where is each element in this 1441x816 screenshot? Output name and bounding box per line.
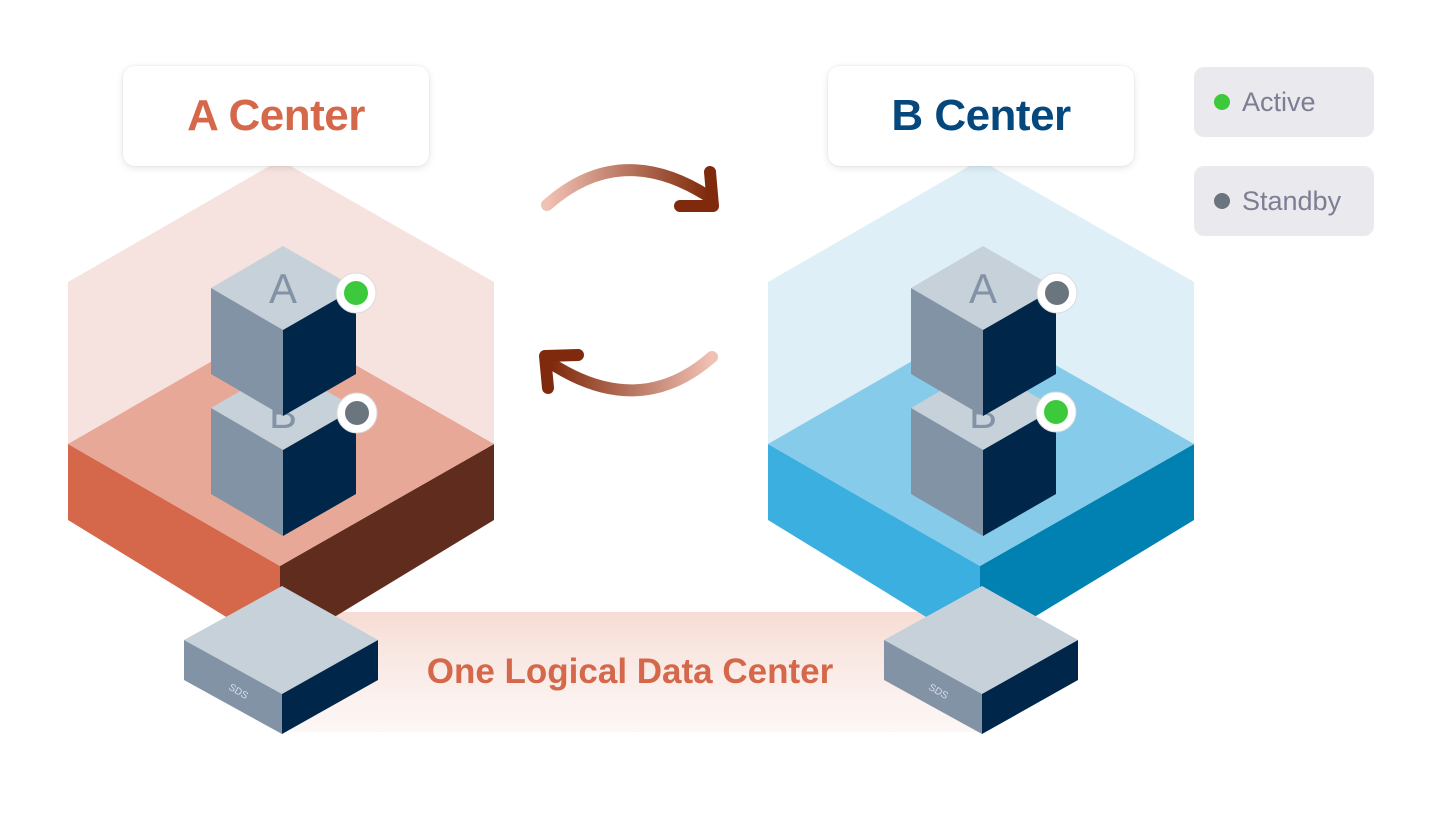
b-center-title: B Center [891,91,1071,140]
a-center-title-box: A Center [123,66,429,166]
arrow-b-to-a-icon [539,349,718,397]
a-storage-block: SDS [184,586,378,734]
logical-band [290,612,980,732]
active-dot-icon [1214,94,1230,110]
b-cube-a-status-dot [1045,281,1069,305]
legend-standby-label: Standby [1242,185,1342,216]
b-center-title-box: B Center [828,66,1134,166]
a-cube-a-status-dot [344,281,368,305]
b-cube-a: A [911,246,1078,416]
b-storage-block: SDS [884,586,1078,734]
a-cube-a-letter: A [269,265,297,312]
arrow-a-to-b-icon [541,164,719,212]
logical-data-center-label: One Logical Data Center [426,652,834,691]
b-cube-a-letter: A [969,265,997,312]
legend-active-label: Active [1242,86,1316,117]
legend-standby: Standby [1194,166,1374,236]
a-center-title: A Center [187,91,365,140]
b-cube-b-status-dot [1044,400,1068,424]
legend-active: Active [1194,67,1374,137]
standby-dot-icon [1214,193,1230,209]
a-cube-a: A [211,246,377,416]
a-cube-b-status-dot [345,401,369,425]
